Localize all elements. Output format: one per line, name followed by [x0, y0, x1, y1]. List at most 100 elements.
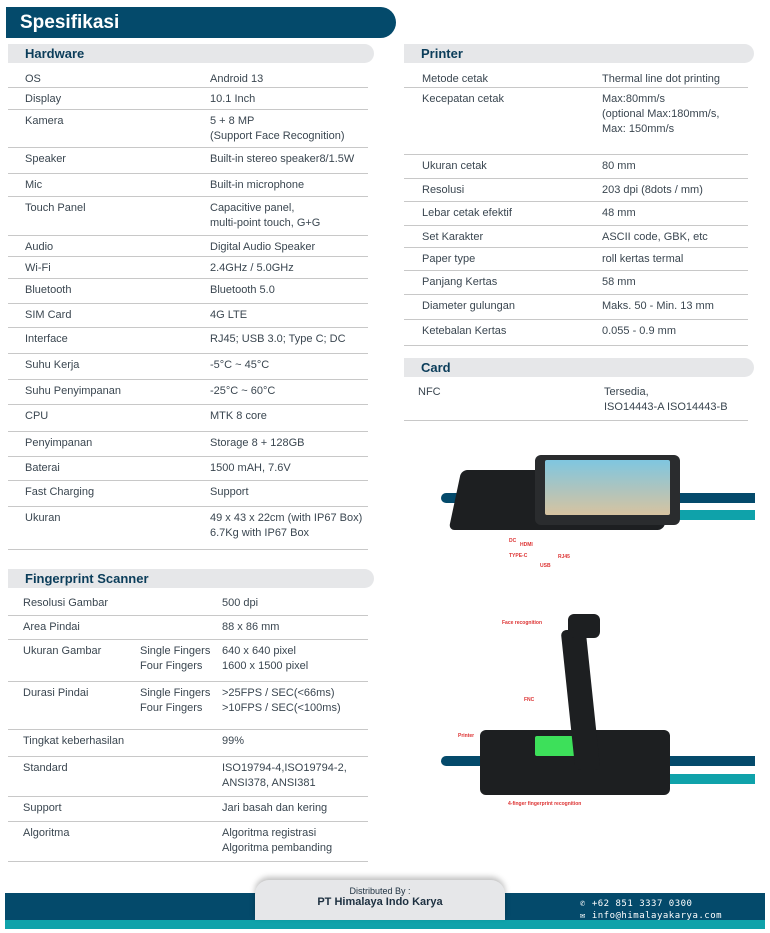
spec-label: Durasi Pindai [23, 687, 89, 699]
spec-value: 48 mm [602, 207, 636, 219]
spec-label: Ukuran cetak [422, 160, 487, 172]
spec-row: Resolusi 203 dpi (8dots / mm) [404, 179, 748, 202]
phone-number: +62 851 3337 0300 [591, 899, 693, 909]
spec-label: Kecepatan cetak [422, 93, 504, 105]
spec-value: 58 mm [602, 276, 636, 288]
distributor-box: Distributed By : PT Himalaya Indo Karya [255, 880, 505, 920]
email-address: info@himalayakarya.com [591, 911, 723, 921]
spec-value: Storage 8 + 128GB [210, 437, 305, 449]
spec-value: 49 x 43 x 22cm (with IP67 Box) 6.7Kg wit… [210, 512, 363, 539]
spec-value: 500 dpi [222, 597, 259, 609]
spec-label: Area Pindai [23, 621, 80, 633]
spec-row: Support Jari basah dan kering [8, 797, 368, 822]
spec-label: Wi-Fi [25, 262, 51, 274]
spec-value: Jari basah dan kering [222, 802, 328, 814]
spec-value: >25FPS / SEC(<66ms) >10FPS / SEC(<100ms) [222, 687, 341, 714]
spec-label: NFC [418, 386, 441, 398]
spec-label: OS [25, 73, 41, 85]
label-printer: Printer [458, 733, 475, 739]
spec-row: NFC Tersedia, ISO14443-A ISO14443-B [404, 381, 748, 421]
spec-label: Resolusi [422, 184, 465, 196]
spec-label: Paper type [422, 253, 476, 265]
spec-row: Ukuran 49 x 43 x 22cm (with IP67 Box) 6.7… [8, 507, 368, 550]
fingerprint-pad [535, 736, 583, 756]
spec-label: Penyimpanan [25, 437, 93, 449]
spec-value: Bluetooth 5.0 [210, 284, 275, 296]
spec-value: 5 + 8 MP (Support Face Recognition) [210, 115, 345, 142]
spec-value: Tersedia, ISO14443-A ISO14443-B [604, 386, 728, 413]
spec-value: Maks. 50 - Min. 13 mm [602, 300, 714, 312]
spec-label: Ukuran Gambar [23, 645, 102, 657]
spec-label: Fast Charging [25, 486, 95, 498]
spec-label: CPU [25, 410, 49, 422]
spec-label: Diameter gulungan [422, 300, 515, 312]
spec-value: roll kertas termal [602, 253, 684, 265]
spec-value: ASCII code, GBK, etc [602, 231, 708, 243]
spec-label: SIM Card [25, 309, 72, 321]
spec-label: Suhu Penyimpanan [25, 385, 122, 397]
label-face-recognition: Face recognition [502, 620, 543, 626]
email-contact[interactable]: ✉ info@himalayakarya.com [580, 911, 722, 921]
spec-label: Algoritma [23, 827, 70, 839]
spec-row: Penyimpanan Storage 8 + 128GB [8, 432, 368, 457]
mail-icon: ✉ [580, 911, 586, 921]
spec-label: Bluetooth [25, 284, 72, 296]
phone-contact[interactable]: ✆ +62 851 3337 0300 [580, 899, 692, 909]
spec-label: Suhu Kerja [25, 359, 80, 371]
card-heading: Card [404, 358, 754, 377]
page-title: Spesifikasi [6, 7, 396, 38]
card-table: NFC Tersedia, ISO14443-A ISO14443-B [404, 381, 748, 421]
distributed-by-label: Distributed By : [349, 886, 411, 896]
spec-row: Metode cetak Thermal line dot printing [404, 68, 748, 88]
spec-value: Digital Audio Speaker [210, 241, 316, 253]
spec-label: Resolusi Gambar [23, 597, 108, 609]
spec-value: Android 13 [210, 73, 264, 85]
spec-value: Built-in stereo speaker8/1.5W [210, 153, 355, 165]
spec-value: 640 x 640 pixel 1600 x 1500 pixel [222, 645, 309, 672]
spec-row: Paper type roll kertas termal [404, 248, 748, 271]
spec-value: 99% [222, 735, 245, 747]
spec-label: Support [23, 802, 62, 814]
spec-label: Display [25, 93, 62, 105]
label-type-c: TYPE-C [509, 553, 528, 559]
printer-heading: Printer [404, 44, 754, 63]
spec-label: Baterai [25, 462, 60, 474]
label-usb: USB [540, 563, 551, 569]
spec-label: Standard [23, 762, 68, 774]
spec-value: 2.4GHz / 5.0GHz [210, 262, 294, 274]
label-fnc: FNC [524, 697, 535, 703]
spec-label: Metode cetak [422, 73, 489, 85]
spec-row: Resolusi Gambar 500 dpi [8, 592, 368, 616]
spec-row: Wi-Fi 2.4GHz / 5.0GHz [8, 257, 368, 279]
spec-value: 203 dpi (8dots / mm) [602, 184, 703, 196]
spec-value: Thermal line dot printing [602, 73, 721, 85]
footer-stripe [5, 920, 765, 929]
spec-value: 0.055 - 0.9 mm [602, 325, 676, 337]
spec-row: OS Android 13 [8, 68, 368, 88]
hardware-heading: Hardware [8, 44, 374, 63]
screen-image [545, 460, 670, 515]
spec-label: Ukuran [25, 512, 61, 524]
company-name: PT Himalaya Indo Karya [317, 896, 443, 908]
phone-icon: ✆ [580, 899, 586, 909]
spec-label: Audio [25, 241, 54, 253]
